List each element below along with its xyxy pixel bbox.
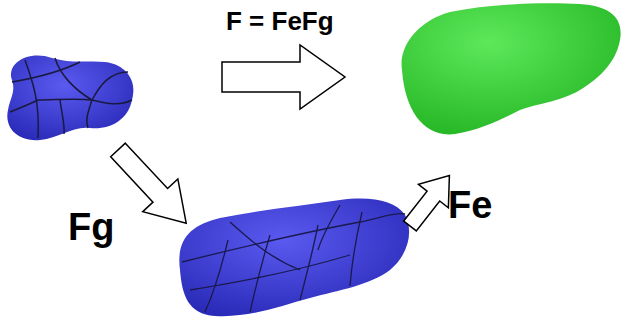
reference-body — [7, 55, 133, 140]
intermediate-body — [179, 199, 409, 317]
block-arrow — [100, 134, 203, 240]
current-body — [402, 3, 621, 134]
map-label: Fg — [68, 208, 114, 246]
equation-label: F = FeFg — [226, 8, 334, 34]
block-arrow — [222, 45, 345, 109]
map-label: Fe — [448, 186, 492, 224]
